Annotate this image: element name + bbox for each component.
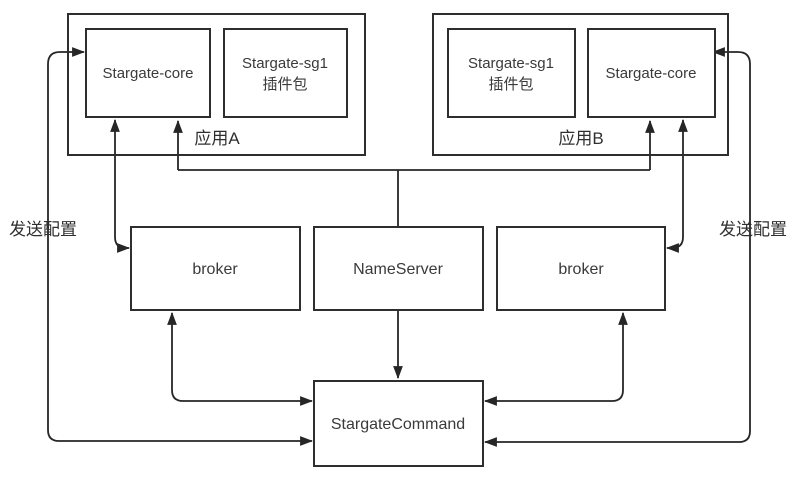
stargate-sg1-b-label-line1: Stargate-sg1 (468, 55, 554, 72)
node-broker-right (496, 226, 666, 311)
app-a-container (67, 13, 366, 156)
app-a-group: Stargate-core Stargate-sg1 插件包 应用A (67, 13, 366, 156)
middle-row-group: broker NameServer broker (130, 226, 666, 311)
edge-core-a-broker-left (110, 118, 131, 253)
stargate-sg1-a-label-line2: 插件包 (262, 76, 307, 93)
node-stargate-core-a (85, 28, 211, 118)
send-config-left-label: 发送配置 (9, 220, 77, 239)
edge-send-config-left (47, 47, 314, 446)
node-broker-left (130, 226, 301, 311)
edge-core-b-broker-right (665, 118, 688, 253)
node-stargate-core-b (587, 28, 716, 118)
stargate-core-a-label: Stargate-core (103, 65, 194, 82)
send-config-right-label: 发送配置 (719, 220, 787, 239)
broker-left-label: broker (192, 261, 238, 278)
node-nameserver (313, 226, 484, 311)
app-b-group: Stargate-sg1 插件包 Stargate-core 应用B (432, 13, 729, 156)
app-b-label: 应用B (558, 129, 603, 148)
stargate-sg1-b-label-line2: 插件包 (488, 76, 533, 93)
stargate-sg1-a-label-line1: Stargate-sg1 (242, 55, 328, 72)
edge-broker-right-command (483, 311, 628, 406)
node-stargate-command (313, 380, 484, 467)
app-a-label: 应用A (194, 129, 240, 148)
node-stargate-sg1-b (447, 28, 576, 118)
bottom-group: StargateCommand (313, 380, 484, 467)
broker-right-label: broker (558, 261, 604, 278)
edge-send-config-right (483, 47, 751, 447)
stargate-core-b-label: Stargate-core (606, 65, 697, 82)
nameserver-label: NameServer (353, 261, 443, 278)
stargate-command-label: StargateCommand (331, 416, 465, 433)
edge-broker-left-command (167, 311, 314, 406)
app-b-container (432, 13, 729, 156)
node-stargate-sg1-a (223, 28, 348, 118)
